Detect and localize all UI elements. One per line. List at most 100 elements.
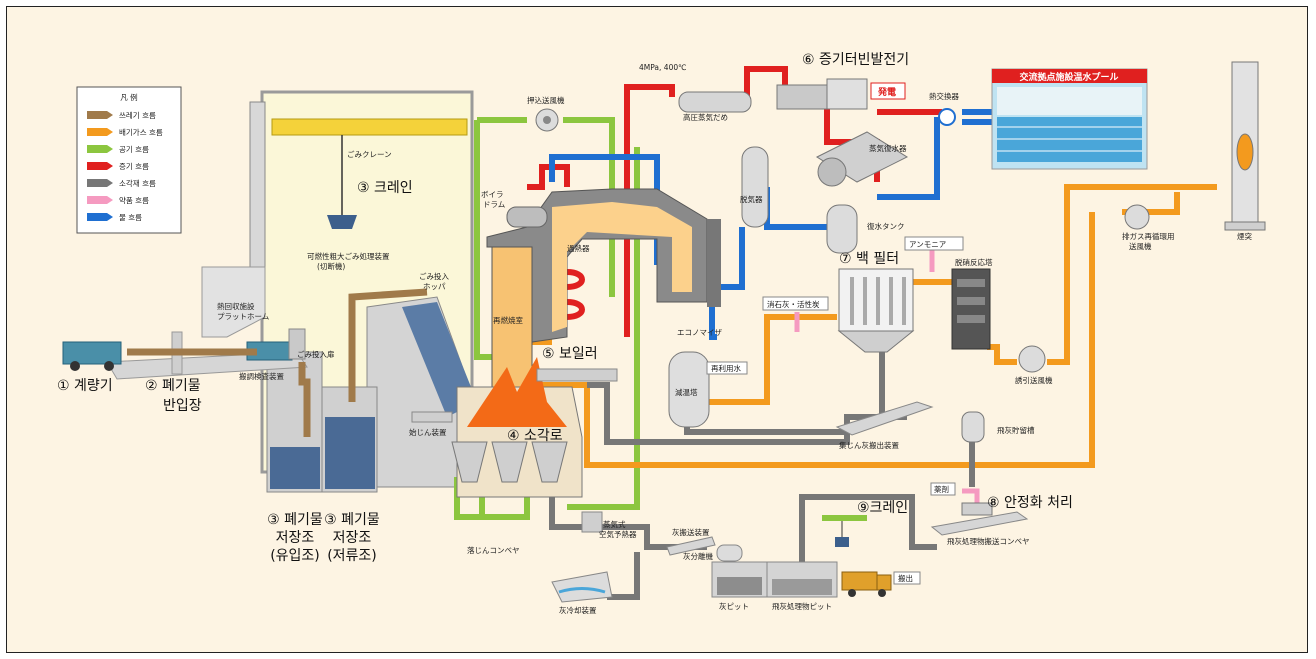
crane-grab-icon xyxy=(327,215,357,229)
boiler-drum-icon xyxy=(507,207,547,227)
jp-crane: ごみクレーン xyxy=(347,149,392,159)
jp-boiler-drum-1: ボイラ xyxy=(481,190,504,199)
jp-air-preheater-2: 空気予熱器 xyxy=(599,529,637,539)
legend-item-label: 공기 흐름 xyxy=(119,145,149,154)
jp-deaerator: 脱気器 xyxy=(740,194,763,204)
induced-draft-fan-icon xyxy=(1019,346,1045,372)
jp-recirc-fan-2: 送風機 xyxy=(1129,241,1152,251)
legend-item-label: 배기가스 흐름 xyxy=(119,128,163,137)
legend-item-label: 쓰레기 흐름 xyxy=(119,111,156,120)
jp-ash-sorter: 灰分離機 xyxy=(683,551,713,561)
jp-id-fan: 誘引送風機 xyxy=(1015,375,1053,385)
pool-photo xyxy=(992,69,1147,169)
jp-denox: 脱硝反応塔 xyxy=(955,257,993,267)
label-stabilization: ⑧ 안정화 처리 xyxy=(987,495,1073,511)
label-crane2: ⑨크레인 xyxy=(857,500,908,516)
deaerator-icon xyxy=(742,147,768,227)
jp-dust-conveyor: 落じんコンベヤ xyxy=(467,545,520,555)
legend-item-label: 약품 흐름 xyxy=(119,195,149,205)
jp-flyash-silo: 飛灰貯留槽 xyxy=(997,425,1035,435)
label-pit-store-1: ③ 폐기물 xyxy=(324,512,380,528)
label-bag-filter: ⑦ 백 필터 xyxy=(839,251,899,267)
dump-truck-icon xyxy=(842,572,891,597)
label-pit-in-3: (유입조) xyxy=(270,548,320,564)
label-scale: ① 계량기 xyxy=(57,378,113,394)
ash-flow xyxy=(552,352,972,597)
legend-item: 증기 흐름 xyxy=(87,162,149,171)
label-pit-in-2: 저장조 xyxy=(276,530,315,546)
ash-pits xyxy=(712,562,837,597)
jp-heat-exchanger: 熱交換器 xyxy=(929,91,959,101)
jp-ammonia: アンモニア xyxy=(909,240,946,249)
jp-reburn: 再燃焼室 xyxy=(493,315,523,325)
jp-ash-feed: 灰搬送装置 xyxy=(672,527,710,537)
jp-recirc-fan-1: 排ガス再循環用 xyxy=(1122,231,1175,241)
jp-steam-spec: 4MPa, 400℃ xyxy=(639,63,687,72)
jp-air-preheater-1: 蒸気式 xyxy=(603,519,626,529)
jp-ignition: 始じん装置 xyxy=(409,427,447,437)
label-crane: ③ 크레인 xyxy=(357,180,413,196)
jp-reuse-water: 再利用水 xyxy=(711,363,741,373)
return-tank-icon xyxy=(827,205,857,253)
bag-filter-icon xyxy=(839,269,913,352)
ash-sorter-icon xyxy=(717,545,742,561)
stack-icon xyxy=(1225,62,1265,230)
jp-pool-banner: 交流拠点施設温水プール xyxy=(1019,71,1118,83)
jp-platform-1: 熱回収施設 xyxy=(217,301,255,311)
legend-item: 배기가스 흐름 xyxy=(87,128,163,137)
push-fan-icon xyxy=(536,109,558,131)
recirculation-fan-icon xyxy=(1125,205,1149,229)
legend-item: 쓰레기 흐름 xyxy=(87,111,156,120)
jp-hopper-2: ホッパ xyxy=(423,282,446,291)
label-turbine: ⑥ 증기터빈발전기 xyxy=(802,52,909,68)
jp-boiler-drum-2: ドラム xyxy=(483,200,505,209)
jp-economizer: エコノマイザ xyxy=(677,328,722,337)
jp-push-fan: 押込送風機 xyxy=(527,95,565,105)
pit-storage-waste xyxy=(325,417,375,489)
legend-item-label: 물 흐름 xyxy=(119,213,142,222)
legend-item-label: 소각재 흐름 xyxy=(119,178,156,188)
hp-steam-header-icon xyxy=(679,92,751,112)
jp-ash-conveyor: 集じん灰搬出装置 xyxy=(839,440,899,450)
jp-chem: 薬剤 xyxy=(934,484,949,494)
label-pit-store-2: 저장조 xyxy=(333,530,372,546)
jp-lime: 消石灰・活性炭 xyxy=(767,299,820,309)
jp-cooling-tower: 減温塔 xyxy=(675,387,698,397)
legend-item-label: 증기 흐름 xyxy=(119,162,149,171)
legend-title: 凡 例 xyxy=(120,92,137,102)
jp-ash-pit: 灰ピット xyxy=(719,601,749,611)
legend-item: 약품 흐름 xyxy=(87,195,149,205)
heat-exchanger-icon xyxy=(939,109,955,125)
jp-inspection: 搬調検査装置 xyxy=(239,371,284,381)
jp-condenser: 蒸気復水器 xyxy=(869,143,907,153)
label-pit-in-1: ③ 폐기물 xyxy=(267,512,323,528)
ash-cooler-icon xyxy=(552,572,612,602)
label-receiving-2: 반입장 xyxy=(163,398,202,414)
label-pit-store-3: (저류조) xyxy=(327,548,377,564)
label-incinerator: ④ 소각로 xyxy=(507,428,563,444)
jp-return-tank: 復水タンク xyxy=(867,221,905,231)
label-receiving-1: ② 폐기물 xyxy=(145,378,201,394)
jp-shredder-1: 可燃性粗大ごみ処理装置 xyxy=(307,251,390,261)
truck-icon xyxy=(63,342,121,364)
flyash-silo-icon xyxy=(962,412,984,442)
air-preheater-icon xyxy=(582,512,602,532)
jp-unloading: 搬出 xyxy=(898,573,913,583)
jp-superheater: 過熱器 xyxy=(567,243,590,253)
jp-hp-header: 高圧蒸気だめ xyxy=(683,112,728,122)
crane2-icon xyxy=(822,515,867,547)
label-boiler: ⑤ 보일러 xyxy=(542,346,598,362)
legend-item: 소각재 흐름 xyxy=(87,178,156,188)
denox-reactor-icon xyxy=(952,269,990,349)
pit-inflow-waste xyxy=(270,447,320,489)
jp-power: 発電 xyxy=(877,86,896,98)
jp-shredder-2: (切断機) xyxy=(317,261,345,271)
jp-inlet-door: ごみ投入扉 xyxy=(297,349,335,359)
jp-platform-2: プラットホーム xyxy=(217,312,269,321)
jp-stack: 煙突 xyxy=(1237,231,1253,241)
legend-item: 공기 흐름 xyxy=(87,145,149,154)
jp-flyash-pit: 飛灰処理物ピット xyxy=(772,601,832,611)
